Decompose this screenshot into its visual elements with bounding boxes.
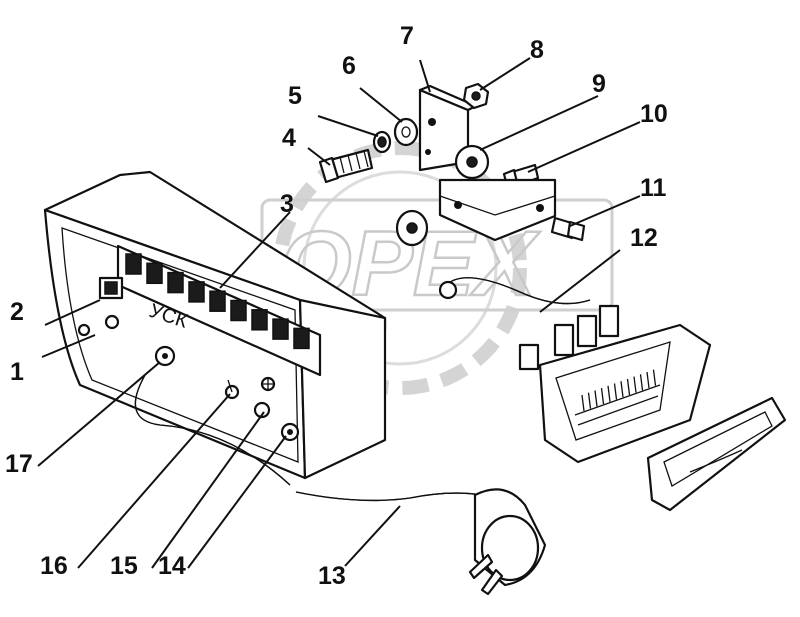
indicator-strip (116, 244, 322, 377)
connector-pin (581, 394, 585, 412)
callout-14: 14 (158, 552, 186, 580)
callout-9: 9 (592, 70, 606, 98)
connector-pin (633, 376, 637, 393)
callout-7: 7 (400, 22, 414, 50)
connector-pin (639, 374, 644, 391)
push-button (253, 401, 271, 419)
connector-pin (607, 385, 611, 402)
indicator-socket (125, 253, 142, 275)
callout-6: 6 (342, 52, 356, 80)
callout-labels: 1 2 3 4 5 6 7 8 9 10 11 12 13 14 15 16 1… (5, 22, 668, 590)
callout-11: 11 (640, 174, 667, 202)
callout-8: 8 (530, 36, 544, 64)
connector-pin (600, 388, 605, 405)
connector-cover (646, 396, 787, 512)
connector-pin (626, 378, 631, 395)
lamp-socket (77, 323, 91, 337)
indicator-socket (188, 281, 205, 303)
connector-pin (620, 381, 624, 398)
indicator-socket (293, 327, 310, 350)
callout-5: 5 (288, 82, 302, 110)
indicator-socket (272, 318, 289, 340)
connector-pin (594, 390, 598, 407)
callout-12: 12 (630, 224, 658, 252)
indicator-socket (209, 290, 226, 312)
front-panel-controls (77, 276, 300, 442)
connector-pin (587, 392, 592, 409)
callout-13: 13 (318, 562, 346, 590)
indicator-socket (251, 309, 268, 331)
callout-10: 10 (640, 100, 668, 128)
callout-4: 4 (282, 124, 296, 152)
connector-pin (652, 369, 657, 386)
fuse-holder (104, 314, 120, 330)
callout-17: 17 (5, 450, 33, 478)
callout-3: 3 (280, 190, 294, 218)
connector-pin (646, 371, 650, 389)
leader-lines (37, 57, 641, 569)
indicator-socket (230, 299, 247, 322)
callout-2: 2 (10, 298, 24, 326)
mounting-hardware (318, 82, 586, 247)
indicator-socket (146, 262, 163, 285)
callout-1: 1 (10, 358, 24, 386)
indicator-socket (167, 271, 184, 294)
multi-pin-connector (438, 277, 712, 464)
callout-16: 16 (40, 552, 68, 580)
callout-15: 15 (110, 552, 138, 580)
connector-pin (613, 383, 618, 400)
power-cord-plug (295, 488, 547, 596)
